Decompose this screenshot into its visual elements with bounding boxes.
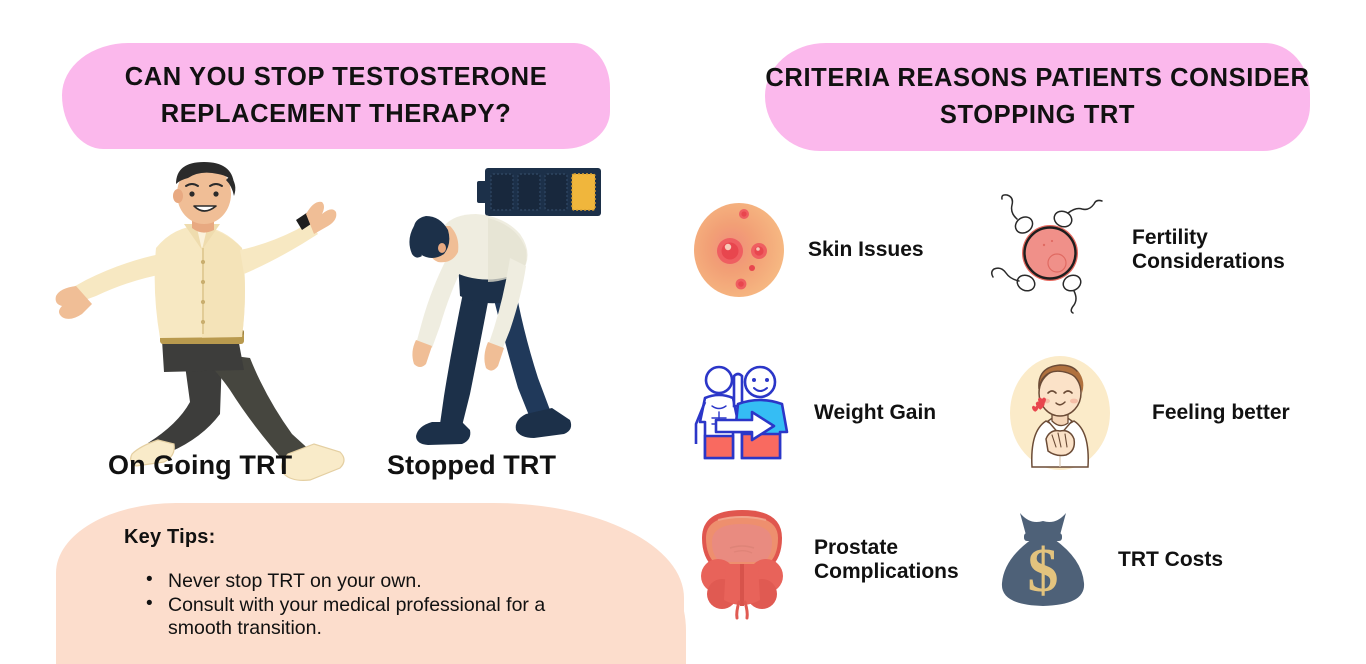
key-tip-item: Never stop TRT on your own. — [140, 569, 580, 593]
reason-label: Skin Issues — [808, 237, 924, 261]
money-bag-icon: $ — [990, 505, 1096, 615]
reason-item-weight-gain: Weight Gain — [692, 360, 992, 466]
weight-gain-bodies-icon — [692, 358, 792, 468]
fertility-egg-sperm-icon — [990, 187, 1110, 314]
reason-item-feeling-better: Feeling better — [990, 356, 1320, 470]
reason-label: Weight Gain — [814, 400, 937, 424]
reason-label: Fertility Considerations — [1132, 225, 1285, 273]
low-battery-icon — [477, 167, 603, 219]
reason-label: Prostate Complications — [814, 535, 959, 583]
reason-item-fertility: Fertility Considerations — [990, 194, 1320, 314]
reason-label: Feeling better — [1152, 400, 1290, 424]
happy-running-man-illustration — [52, 162, 352, 481]
reason-item-trt-costs: $ TRT Costs — [990, 505, 1320, 615]
tired-slouching-man-illustration — [392, 196, 582, 452]
key-tip-item: Consult with your medical professional f… — [140, 593, 580, 640]
ongoing-trt-label: On Going TRT — [108, 450, 293, 480]
reason-item-skin-issues: Skin Issues — [692, 200, 992, 300]
left-header-title: CAN YOU STOP TESTOSTERONE REPLACEMENT TH… — [124, 63, 548, 128]
stopped-trt-label: Stopped TRT — [387, 450, 557, 480]
right-header-title: CRITERIA REASONS PATIENTS CONSIDER STOPP… — [765, 64, 1310, 129]
key-tips-list: Never stop TRT on your own. Consult with… — [140, 569, 580, 640]
reason-item-prostate: Prostate Complications — [692, 502, 992, 620]
feeling-better-man-icon — [990, 355, 1130, 471]
skin-acne-icon — [692, 202, 786, 298]
right-header-banner: CRITERIA REASONS PATIENTS CONSIDER STOPP… — [765, 43, 1310, 151]
key-tips-title: Key Tips: — [124, 526, 216, 548]
prostate-anatomy-icon — [692, 502, 792, 620]
left-header-banner: CAN YOU STOP TESTOSTERONE REPLACEMENT TH… — [62, 43, 610, 149]
reason-label: TRT Costs — [1118, 547, 1223, 571]
svg-text:$: $ — [1028, 537, 1059, 605]
